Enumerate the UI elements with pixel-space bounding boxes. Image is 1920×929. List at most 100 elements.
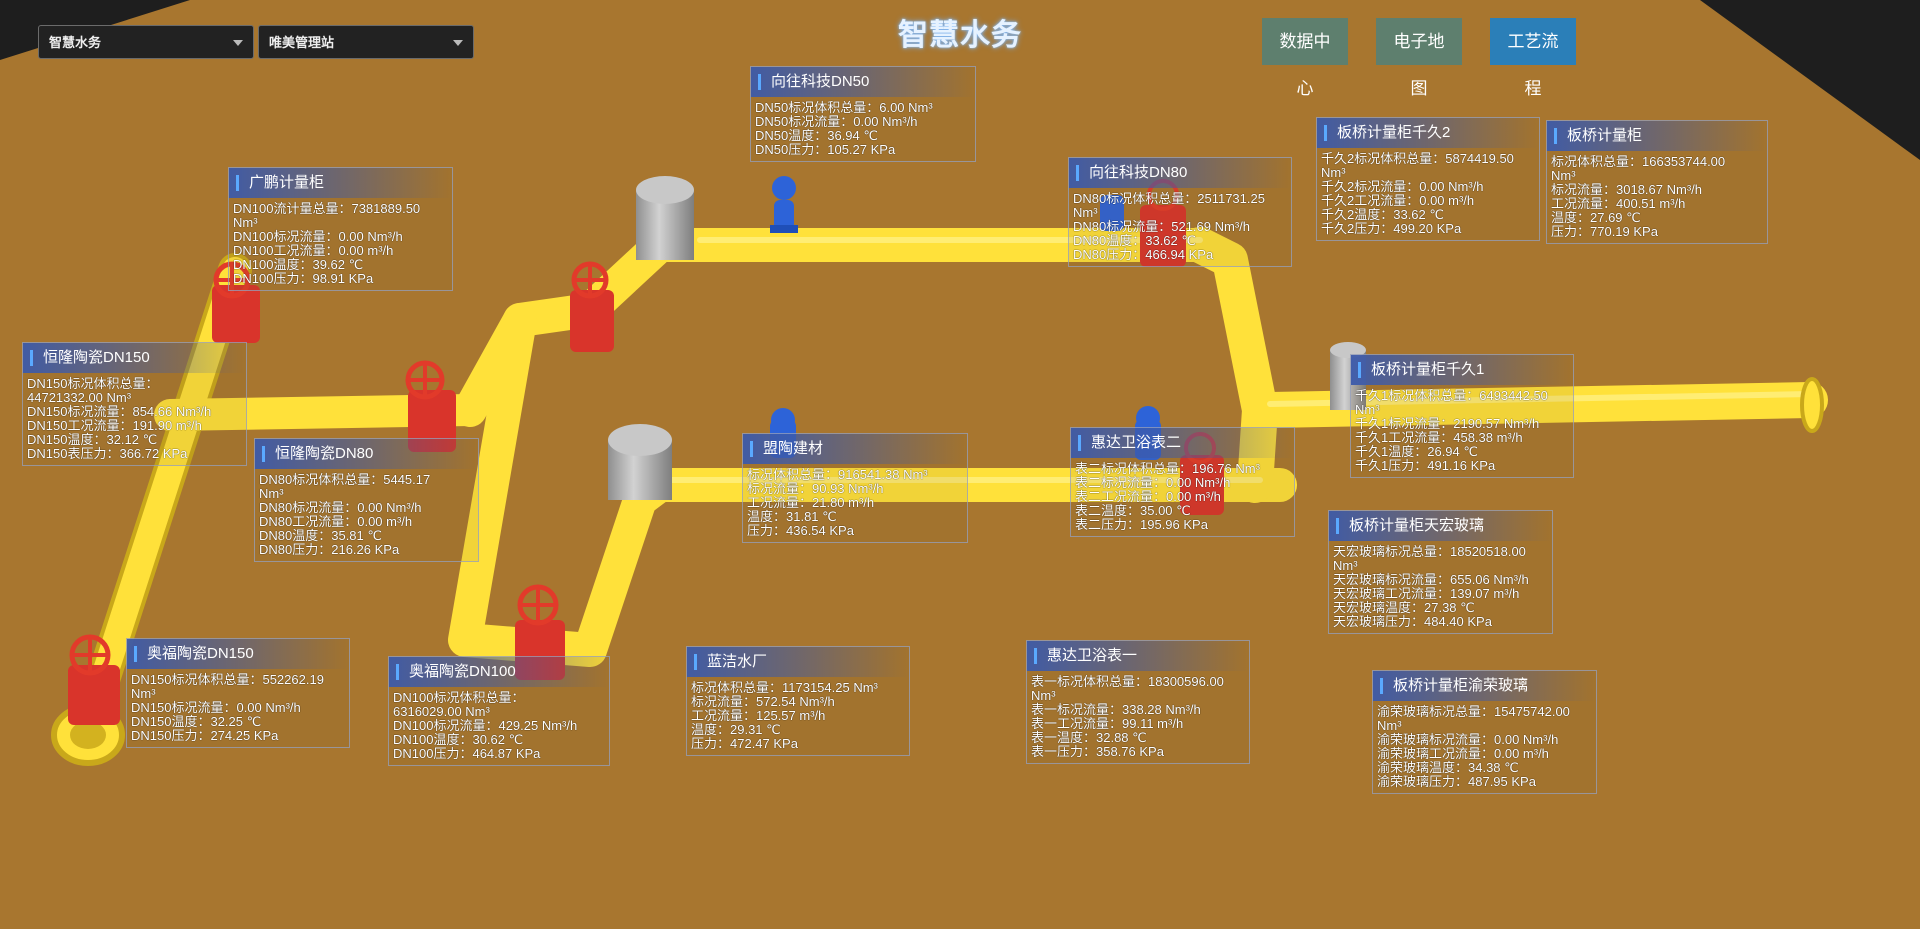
panel-reading-line: 表二温度：35.00 ℃ [1075,503,1191,518]
panel-title: 广鹏计量柜 [229,168,452,198]
panel-reading-line: DN80标况流量：0.00 Nm³/h [259,500,422,515]
panel-title: 盟陶建材 [743,434,967,464]
panel-reading-line: 渝荣玻璃工况流量：0.00 m³/h [1377,746,1549,761]
nav-button-process[interactable]: 工艺流程 [1490,18,1576,98]
panel-reading-line: DN100工况流量：0.00 m³/h [233,243,394,258]
panel-reading-line: 表一压力：358.76 KPa [1031,744,1164,759]
panel-title: 板桥计量柜 [1547,121,1767,151]
panel-title: 恒隆陶瓷DN80 [255,439,478,469]
panel-reading-line: 标况体积总量：1173154.25 Nm³ [691,680,878,695]
panel-reading-line: Nm³ [1073,205,1098,220]
panel-reading-line: DN80压力：466.94 KPa [1073,247,1214,262]
station-select-value: 唯美管理站 [269,35,335,50]
panel-reading-line: DN100温度：30.62 ℃ [393,732,524,747]
tank-lower[interactable] [608,424,672,500]
panel-reading-line: Nm³ [1031,688,1056,703]
panel-reading-line: 标况体积总量：916541.38 Nm³ [747,467,928,482]
panel-reading-line: 工况流量：400.51 m³/h [1551,196,1686,211]
panel-title: 板桥计量柜渝荣玻璃 [1373,671,1596,701]
panel-reading-line: DN80温度：33.62 ℃ [1073,233,1196,248]
panel-reading-line: Nm³ [259,486,284,501]
panel-reading-line: DN80标况流量：521.69 Nm³/h [1073,219,1250,234]
panel-reading-line: DN150标况体积总量： [27,376,159,391]
chevron-down-icon [453,40,463,46]
panel-reading-line: 表一标况流量：338.28 Nm³/h [1031,702,1201,717]
red-valve-aofu-dn150[interactable] [68,634,120,725]
panel-reading-line: 压力：770.19 KPa [1551,224,1658,239]
panel-reading-line: 标况体积总量：166353744.00 [1551,154,1726,169]
panel-reading-line: Nm³ [1377,718,1402,733]
panel-reading-line: DN150工况流量：191.90 m³/h [27,418,202,433]
panel-reading-line: 6316029.00 Nm³ [393,704,490,719]
panel-title: 向往科技DN80 [1069,158,1291,188]
nav-button-map[interactable]: 电子地图 [1376,18,1462,98]
page-title: 智慧水务 [898,19,1022,52]
panel-reading-line: Nm³ [1551,168,1576,183]
panel-reading-line: 千久1压力：491.16 KPa [1355,458,1496,473]
panel-reading-line: DN150表压力：366.72 KPa [27,446,188,461]
panel-reading-line: Nm³ [1355,402,1380,417]
panel-title: 板桥计量柜天宏玻璃 [1329,511,1552,541]
panel-reading-line: 工况流量：21.80 m³/h [747,495,875,510]
panel-reading-line: DN150压力：274.25 KPa [131,728,279,743]
panel-reading-line: DN150标况流量：854.66 Nm³/h [27,404,212,419]
panel-title: 板桥计量柜千久2 [1317,118,1539,148]
red-valve-henglong[interactable] [405,360,456,452]
panel-reading-line: 天宏玻璃标况总量：18520518.00 [1333,544,1526,559]
panel-reading-line: DN150标况体积总量：552262.19 [131,672,324,687]
panel-reading-line: 工况流量：125.57 m³/h [691,708,826,723]
panel-reading-line: DN100标况流量：429.25 Nm³/h [393,718,578,733]
panel-reading-line: 压力：472.47 KPa [691,736,798,751]
tank-upper[interactable] [636,176,694,260]
panel-reading-line: 千久1标况体积总量：6493442.50 [1355,388,1548,403]
station-select[interactable]: 唯美管理站 [258,25,474,59]
system-select[interactable]: 智慧水务 [38,25,254,59]
panel-reading-line: 天宏玻璃标况流量：655.06 Nm³/h [1333,572,1529,587]
panel-reading-line: 千久2标况流量：0.00 Nm³/h [1321,179,1484,194]
panel-reading-line: Nm³ [131,686,156,701]
panel-reading-line: DN80压力：216.26 KPa [259,542,400,557]
panel-reading-line: 表一工况流量：99.11 m³/h [1031,716,1184,731]
panel-reading-line: 44721332.00 Nm³ [27,390,132,405]
panel-reading-line: 表一标况体积总量：18300596.00 [1031,674,1224,689]
nav-button-data-center[interactable]: 数据中心 [1262,18,1348,98]
blue-valve-xiangwang-dn80[interactable] [1100,195,1124,231]
panel-title: 奥福陶瓷DN100 [389,657,609,687]
panel-reading-line: 天宏玻璃压力：484.40 KPa [1333,614,1492,629]
panel-reading-line: 渝荣玻璃压力：487.95 KPa [1377,774,1536,789]
panel-reading-line: DN50标况流量：0.00 Nm³/h [755,114,918,129]
pipe-outlet-end [1800,377,1824,433]
blue-valve-xiangwang-dn50[interactable] [770,176,798,233]
panel-reading-line: 标况流量：572.54 Nm³/h [691,694,835,709]
red-valve-upper[interactable] [570,261,614,352]
panel-reading-line: 温度：27.69 ℃ [1551,210,1641,225]
panel-reading-line: DN150温度：32.25 ℃ [131,714,262,729]
panel-reading-line: DN100标况流量：0.00 Nm³/h [233,229,403,244]
panel-reading-line: 温度：31.81 ℃ [747,509,837,524]
panel-reading-line: 千久2温度：33.62 ℃ [1321,207,1444,222]
